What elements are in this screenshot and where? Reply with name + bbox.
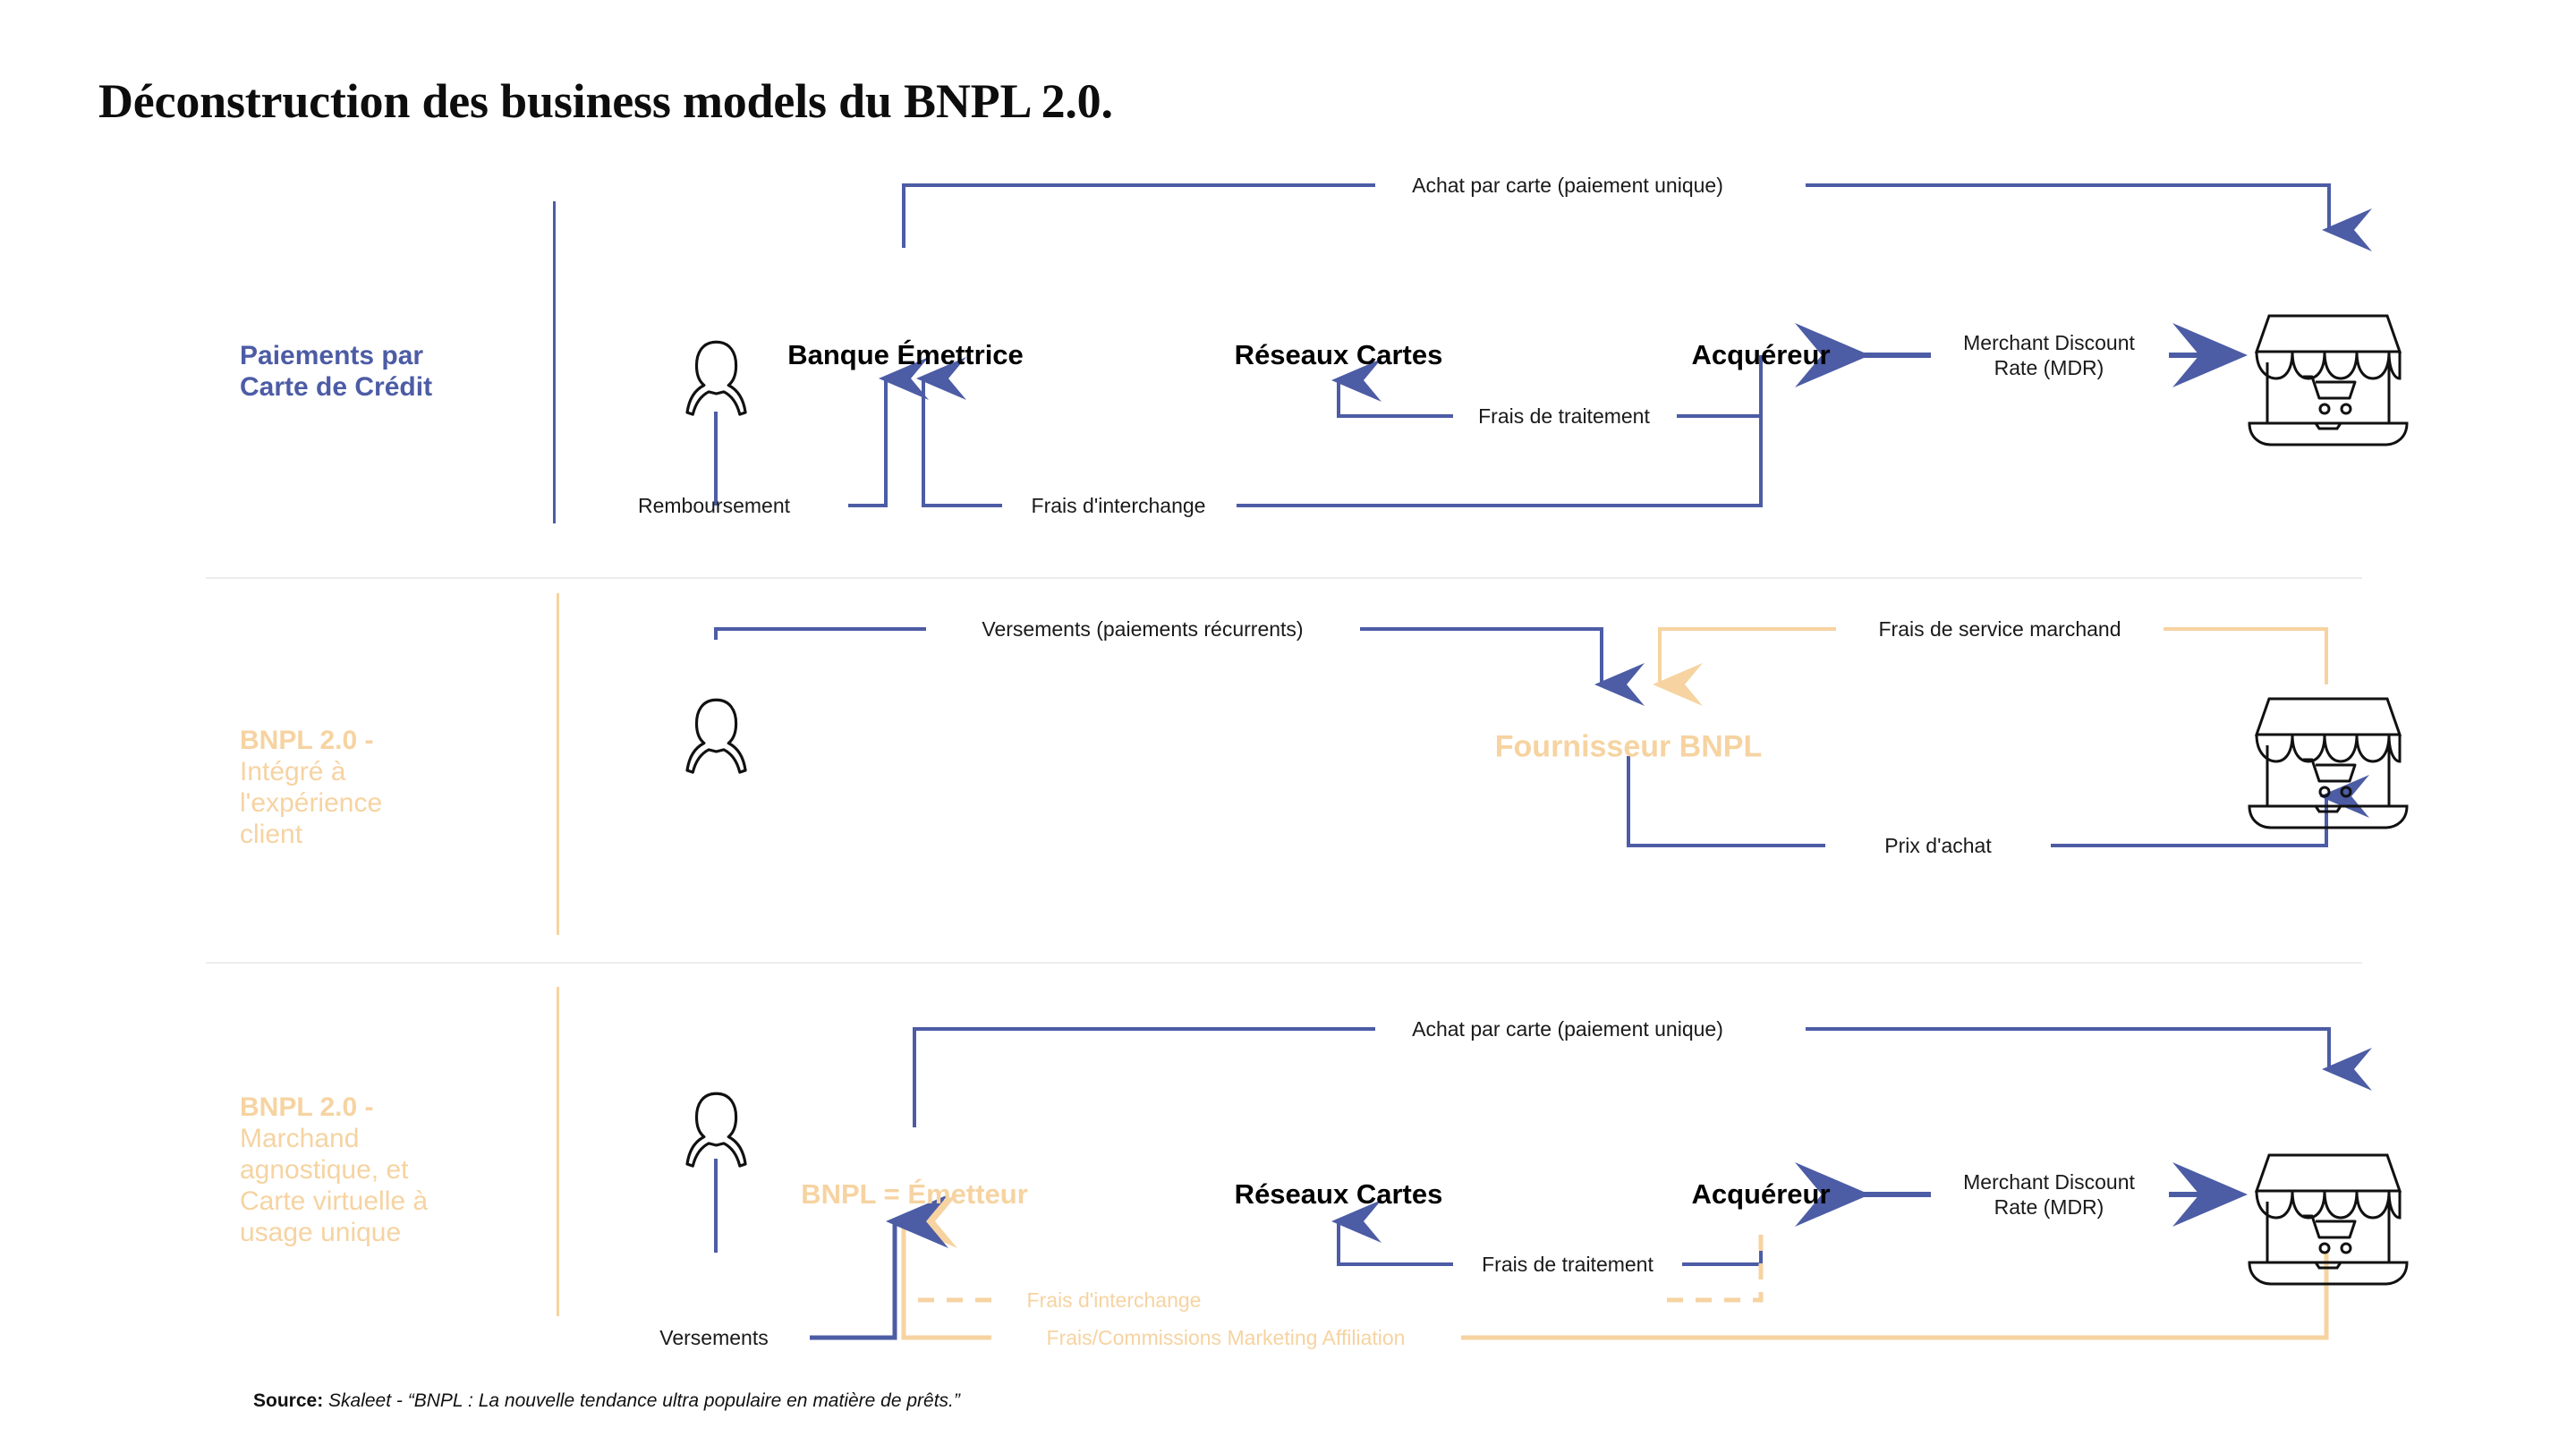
edge-label-processing-fees: Frais de traitement [1482, 1252, 1654, 1276]
storefront-icon [2248, 1153, 2409, 1286]
person-icon [685, 340, 747, 416]
edge-interchange-fees [916, 357, 1763, 507]
edge-installments [714, 1159, 948, 1340]
edge-label-processing-fees: Frais de traitement [1478, 404, 1650, 428]
person-icon [685, 698, 747, 774]
node-acquirer: Acquéreur [1691, 339, 1831, 370]
edge-reimbursement [714, 357, 929, 507]
node-issuing-bank: Banque Émettrice [787, 339, 1024, 370]
row-accent-rule [557, 987, 559, 1316]
edge-label-card-purchase: Achat par carte (paiement unique) [1412, 1016, 1723, 1041]
person-icon [685, 1092, 747, 1168]
edge-label-installments: Versements [659, 1325, 769, 1349]
edge-card-purchase [913, 1027, 2372, 1127]
row-category-lead: BNPL 2.0 - [240, 726, 374, 756]
row-separator [206, 577, 2362, 579]
row-category-lead: Paiements par [240, 341, 424, 371]
edge-label-card-purchase: Achat par carte (paiement unique) [1412, 173, 1723, 197]
node-bnpl-provider: Fournisseur BNPL [1494, 729, 1763, 764]
node-card-networks: Réseaux Cartes [1234, 1178, 1443, 1210]
flow-diagram-bnpl-merchant-agnostic [685, 1027, 2409, 1340]
edge-label-interchange-fees: Frais d'interchange [1026, 1288, 1202, 1312]
edge-installments-recurring [714, 627, 1645, 706]
edge-label-merchant-discount-rate: Merchant Discount Rate (MDR) [1963, 1169, 2135, 1219]
edge-label-interchange-fees: Frais d'interchange [1031, 493, 1206, 517]
row-category-rest: Intégré à l'expérience client [240, 757, 383, 850]
row-accent-rule [553, 201, 556, 523]
edge-label-reimbursement: Remboursement [637, 493, 791, 517]
row-category-rest: Marchand agnostique, et Carte virtuelle … [240, 1124, 429, 1248]
flow-diagram-credit-card [685, 183, 2409, 507]
row-bnpl-merchant-agnostic: BNPL 2.0 -Marchand agnostique, et Carte … [0, 980, 2576, 1349]
edge-label-merchant-service-fee: Frais de service marchand [1878, 616, 2121, 641]
page-title: Déconstruction des business models du BN… [98, 74, 1113, 128]
edge-label-merchant-discount-rate: Merchant Discount Rate (MDR) [1963, 330, 2135, 379]
edge-merchant-service-fee [1653, 627, 2328, 706]
row-separator [206, 962, 2362, 964]
row-category-label: BNPL 2.0 -Intégré à l'expérience client [240, 693, 535, 850]
node-card-networks: Réseaux Cartes [1234, 339, 1443, 370]
storefront-icon [2248, 697, 2409, 829]
edge-label-installments-recurring: Versements (paiements récurrents) [982, 616, 1304, 641]
row-category-lead: BNPL 2.0 - [240, 1092, 374, 1123]
source-text: Skaleet - “BNPL : La nouvelle tendance u… [323, 1390, 960, 1411]
flow-diagram-bnpl-integrated [685, 627, 2409, 847]
row-bnpl-integrated: BNPL 2.0 -Intégré à l'expérience client [0, 586, 2576, 962]
source-prefix: Source: [253, 1390, 324, 1411]
storefront-icon [2248, 314, 2409, 446]
row-accent-rule [557, 593, 559, 935]
edge-card-purchase [902, 183, 2372, 251]
edge-label-purchase-price: Prix d'achat [1884, 833, 1992, 857]
row-category-label: BNPL 2.0 -Marchand agnostique, et Carte … [240, 1060, 535, 1249]
node-bnpl-issuer: BNPL = Émetteur [801, 1178, 1028, 1210]
edge-label-marketing-affiliation-fees: Frais/Commissions Marketing Affiliation [1046, 1325, 1406, 1349]
source-note: Source: Skaleet - “BNPL : La nouvelle te… [253, 1390, 960, 1412]
row-category-rest: Carte de Crédit [240, 372, 433, 403]
edge-marketing-affiliation-fees [901, 1253, 2329, 1340]
node-acquirer: Acquéreur [1691, 1178, 1831, 1210]
